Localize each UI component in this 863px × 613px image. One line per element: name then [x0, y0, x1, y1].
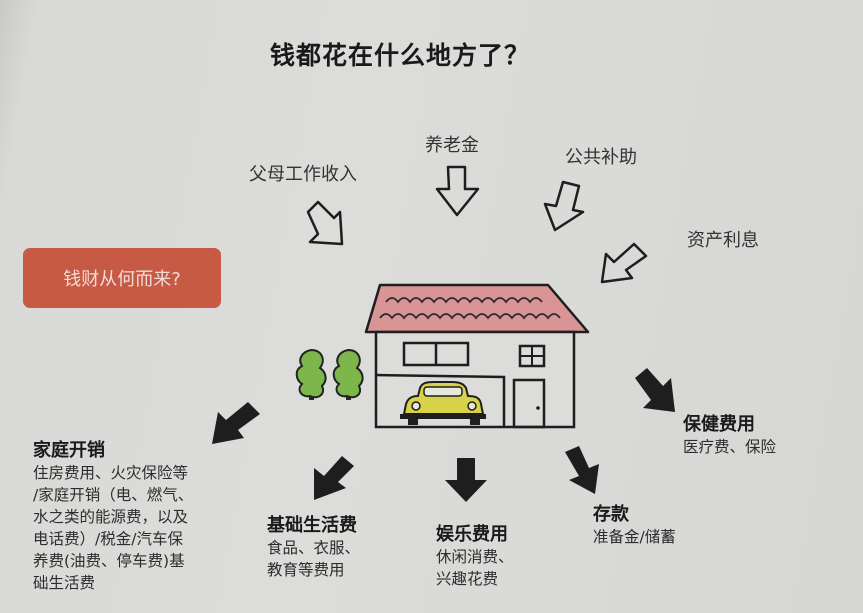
- income-badge-label: 钱财从何而来?: [63, 269, 181, 290]
- category-title: 保健费用: [683, 414, 755, 435]
- outbound-arrow-icon: [212, 402, 260, 444]
- category-line: 水之类的能源费，以及: [33, 508, 189, 526]
- income-source-badge: 钱财从何而来?: [23, 248, 221, 308]
- page-title: 钱都花在什么地方了？: [270, 41, 531, 70]
- category-title: 家庭开销: [33, 440, 105, 461]
- outbound-arrow-icon: [565, 446, 599, 494]
- category-line: 住房费用、火灾保险等: [33, 464, 189, 482]
- category-line: 养费(油费、停车费)基: [33, 552, 185, 570]
- income-label-parents: 父母工作收入: [249, 164, 357, 185]
- income-label-subsidy: 公共补助: [565, 147, 637, 168]
- category-line: 兴趣花费: [436, 570, 499, 588]
- outbound-arrow-icon: [635, 368, 675, 412]
- inbound-arrow-icon: [435, 165, 480, 217]
- category-line: 医疗费、保险: [683, 438, 777, 456]
- outbound-arrow-icon: [314, 456, 354, 500]
- expense-household: 家庭开销 住房费用、火灾保险等 /家庭开销（电、燃气、 水之类的能源费，以及 电…: [33, 436, 263, 594]
- house-illustration: [295, 283, 590, 429]
- category-line: 准备金/储蓄: [593, 528, 676, 546]
- inbound-arrow-icon: [543, 180, 585, 232]
- tree-icon: [332, 348, 364, 400]
- outbound-arrow-icon: [445, 458, 487, 502]
- expense-savings: 存款 准备金/储蓄: [593, 500, 733, 548]
- category-title: 娱乐费用: [436, 524, 508, 545]
- inbound-arrow-icon: [600, 242, 648, 284]
- category-line: 食品、衣服、: [267, 539, 361, 557]
- category-line: 础生活费: [33, 574, 96, 592]
- car-icon: [400, 381, 486, 425]
- expense-basic-living: 基础生活费 食品、衣服、 教育等费用: [267, 511, 417, 581]
- inbound-arrow-icon: [306, 200, 344, 246]
- category-title: 基础生活费: [267, 515, 357, 536]
- tree-icon: [295, 348, 327, 400]
- category-line: 教育等费用: [267, 561, 345, 579]
- category-line: 休闲消费、: [436, 548, 514, 566]
- expense-entertainment: 娱乐费用 休闲消费、 兴趣花费: [436, 520, 566, 590]
- income-label-pension: 养老金: [425, 135, 479, 156]
- category-title: 存款: [593, 504, 629, 525]
- income-label-interest: 资产利息: [687, 230, 759, 251]
- category-line: /家庭开销（电、燃气、: [33, 486, 194, 504]
- category-line: 电话费）/税金/汽车保: [33, 530, 183, 548]
- expense-healthcare: 保健费用 医疗费、保险: [683, 410, 853, 458]
